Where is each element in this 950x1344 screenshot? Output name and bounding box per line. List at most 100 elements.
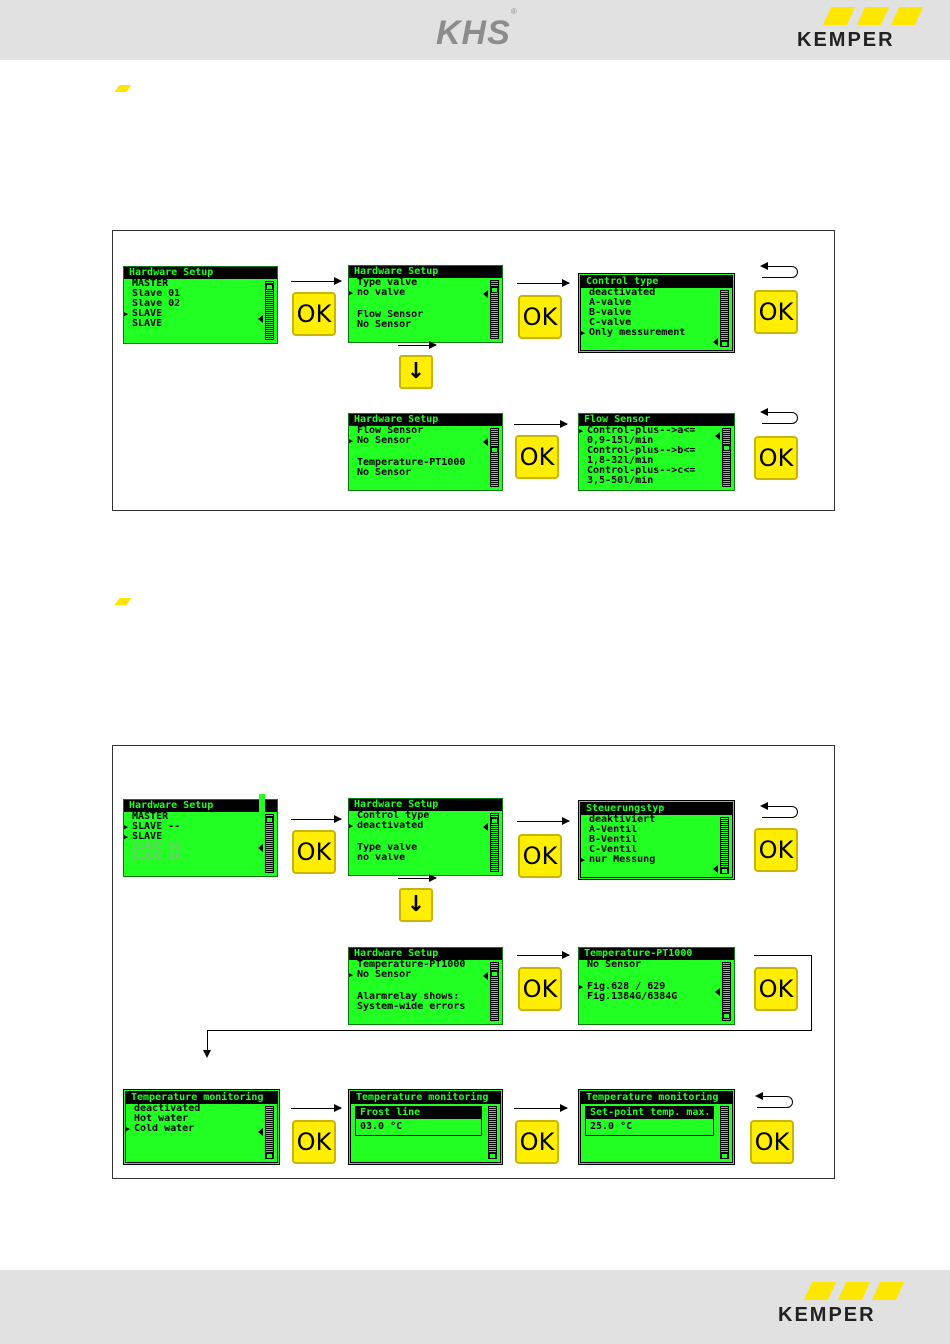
screen-line: Control-plus-->c<=: [587, 466, 696, 476]
scroll-thumb: [491, 447, 498, 453]
screen-title: Control type: [581, 276, 732, 288]
screen-line: No Sensor: [587, 960, 642, 970]
lcd-temperature-monitoring-mode: Temperature monitoring deactivated Hot w…: [123, 1089, 280, 1165]
khs-logo: KHS®: [436, 6, 518, 52]
scrollbar: [265, 1106, 274, 1159]
screen-title: Hardware Setup: [349, 799, 502, 811]
lcd-control-type: Control type deactivated A-valve B-valve…: [578, 273, 735, 353]
screen-line: no valve: [357, 853, 406, 863]
cursor-mark: [259, 794, 265, 816]
flow-arrow: [514, 420, 568, 428]
kemper-logo: KEMPER: [778, 1282, 905, 1327]
screen-line: Only messurement: [581, 328, 732, 338]
flow-arrow: [514, 1104, 568, 1112]
down-arrow-icon: [203, 1050, 211, 1058]
ok-button[interactable]: OK: [754, 828, 798, 872]
screen-line: Flow Sensor: [357, 310, 424, 320]
page-footer: KEMPER: [0, 1270, 950, 1344]
scrollbar: [490, 428, 499, 487]
lcd-hardware-setup-slaves: Hardware Setup MASTER SLAVE -- SLAVE SLA…: [123, 799, 278, 877]
ok-button[interactable]: OK: [515, 1120, 559, 1164]
selection-marker-icon: [483, 290, 488, 298]
screen-line: deactivated: [349, 821, 502, 831]
ok-button[interactable]: OK: [518, 834, 562, 878]
screen-line: [349, 831, 502, 843]
lcd-temperature-monitoring-setpoint: Temperature monitoring Set-point temp. m…: [578, 1089, 735, 1165]
kemper-logo: KEMPER: [797, 7, 924, 52]
screen-line: Control-plus-->a<=: [579, 426, 734, 436]
flow-arrow: [291, 277, 342, 285]
scroll-thumb: [721, 341, 728, 347]
ok-button[interactable]: OK: [518, 967, 562, 1011]
scroll-thumb: [723, 445, 730, 451]
scrollbar: [720, 290, 729, 347]
ok-button[interactable]: OK: [754, 436, 798, 480]
screen-line: C-valve: [589, 318, 632, 328]
scrollbar: [265, 814, 274, 873]
flow-arrow: [291, 1104, 342, 1112]
scroll-thumb: [491, 287, 498, 293]
screen-line: B-valve: [589, 308, 632, 318]
screen-title: Hardware Setup: [124, 800, 277, 812]
scroll-thumb: [491, 818, 498, 824]
screen-line: No Sensor: [349, 970, 502, 980]
lcd-hardware-setup-pt1000: Hardware Setup Temperature-PT1000 No Sen…: [348, 947, 503, 1025]
back-arrow-icon: [760, 802, 798, 818]
kemper-stripes-icon: [822, 7, 924, 25]
scroll-thumb: [491, 971, 498, 977]
ok-button[interactable]: OK: [754, 967, 798, 1011]
back-arrow-icon: [755, 1092, 793, 1108]
down-button[interactable]: ↓: [399, 355, 433, 389]
screen-line: SLAVE --: [124, 822, 277, 832]
screen-title: Hardware Setup: [349, 948, 502, 960]
screen-line: SLAVE 04: [132, 852, 181, 862]
scrollbar: [490, 280, 499, 339]
ok-button[interactable]: OK: [754, 290, 798, 334]
scrollbar: [490, 962, 499, 1021]
screen-line: [349, 980, 502, 992]
screen-title: Hardware Setup: [349, 414, 502, 426]
ok-button[interactable]: OK: [518, 295, 562, 339]
screen-title: Temperature-PT1000: [579, 948, 734, 960]
screen-line: SLAVE: [132, 319, 163, 329]
screen-line: Temperature-PT1000: [357, 458, 466, 468]
ok-button[interactable]: OK: [292, 292, 336, 336]
screen-line: Type valve: [357, 278, 418, 288]
section-bullet-icon: [114, 85, 132, 92]
screen-line: Flow Sensor: [357, 426, 424, 436]
selection-marker-icon: [483, 823, 488, 831]
back-arrow-icon: [760, 262, 798, 278]
scroll-thumb: [266, 817, 273, 823]
screen-line: [579, 970, 734, 982]
screen-line: Temperature-PT1000: [357, 960, 466, 970]
lcd-hardware-setup-control-type: Hardware Setup Control type deactivated …: [348, 798, 503, 876]
ok-button[interactable]: OK: [292, 830, 336, 874]
flow-arrow: [517, 951, 570, 959]
screen-line: deactivated: [134, 1104, 201, 1114]
screen-line: [349, 298, 502, 310]
selection-marker-icon: [715, 432, 720, 440]
down-button[interactable]: ↓: [399, 888, 433, 922]
flow-arrow: [517, 817, 570, 825]
screen-line: Fig.628 / 629: [579, 982, 734, 992]
selection-marker-icon: [258, 1128, 263, 1136]
screen-line: No Sensor: [349, 436, 502, 446]
screen-line: MASTER: [132, 812, 169, 822]
screen-line: 1,8-32l/min: [587, 456, 654, 466]
selection-marker-icon: [715, 988, 720, 996]
scroll-thumb: [723, 1013, 730, 1019]
screen-line: A-Ventil: [589, 825, 638, 835]
selection-marker-icon: [258, 844, 263, 852]
ok-button[interactable]: OK: [750, 1120, 794, 1164]
ok-button[interactable]: OK: [292, 1120, 336, 1164]
screen-line: No Sensor: [357, 320, 412, 330]
ok-button[interactable]: OK: [515, 435, 559, 479]
screen-line: deaktiviert: [589, 815, 656, 825]
screen-line: nur Messung: [581, 855, 732, 865]
screen-line: Hot water: [134, 1114, 189, 1124]
selection-marker-icon: [483, 438, 488, 446]
screen-line: 03.0 °C: [360, 1121, 403, 1132]
screen-line: 0,9-15l/min: [587, 436, 654, 446]
scrollbar: [490, 813, 499, 872]
connector-line: [207, 1030, 812, 1031]
